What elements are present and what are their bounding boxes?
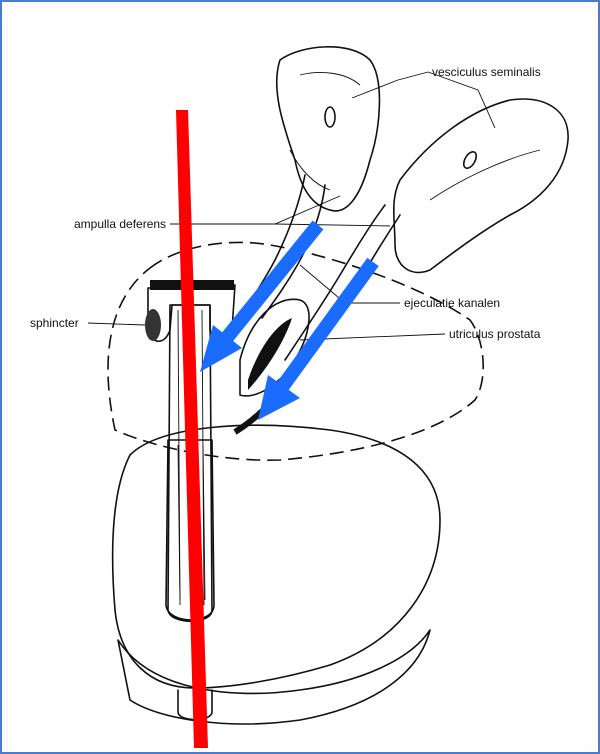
seminal-vesicle-right (394, 99, 568, 272)
texture-line (430, 150, 540, 200)
label-utriculus-prostata: utriculus prostata (449, 327, 541, 341)
label-sphincter: sphincter (30, 316, 79, 330)
texture-line (290, 150, 330, 190)
seminal-opening-right (461, 150, 479, 171)
leader-ampulla (170, 196, 340, 224)
seminal-opening-left (325, 107, 335, 127)
prostate-body (113, 425, 440, 688)
prostate-base-rim (118, 630, 430, 724)
sphincter-knot (145, 309, 161, 341)
seminal-vesicle-left (277, 47, 380, 211)
leader-vesiculus-2 (428, 72, 495, 128)
label-vesiculus-seminalis: vesciculus seminalis (432, 65, 541, 79)
leader-sphincter (88, 323, 145, 325)
leader-ampulla-2 (275, 224, 390, 226)
label-ampulla-deferens: ampulla deferens (74, 217, 166, 231)
label-ejeculatie-kanalen: ejeculatie kanalen (404, 296, 500, 310)
leader-vesiculus (352, 72, 428, 98)
prostate-dashed-outline (108, 242, 483, 460)
texture-line (300, 72, 360, 85)
